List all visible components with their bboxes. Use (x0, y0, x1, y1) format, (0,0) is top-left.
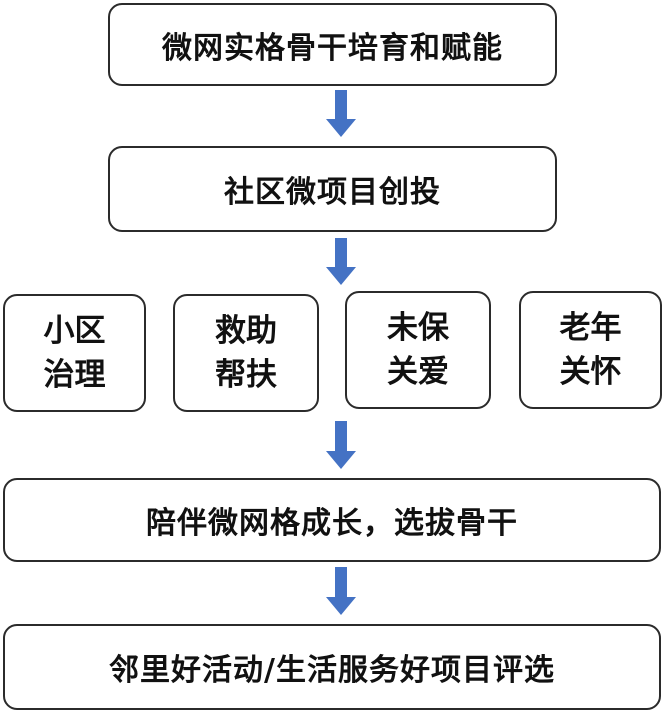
step-label: 邻里好活动/生活服务好项目评选 (109, 653, 555, 688)
step-label: 微网实格骨干培育和赋能 (162, 30, 503, 66)
category-label-line2: 关爱 (387, 354, 449, 390)
flow-arrow (326, 238, 356, 285)
category-label-line1: 小区 (43, 313, 106, 349)
step-box-backbone-training: 微网实格骨干培育和赋能 (108, 3, 557, 86)
step-label: 社区微项目创投 (224, 175, 441, 210)
category-label-line2: 治理 (43, 357, 106, 393)
category-label-line1: 救助 (215, 313, 277, 349)
category-label-line2: 帮扶 (215, 357, 277, 393)
flow-arrow (326, 421, 356, 469)
category-label-line1: 未保 (387, 310, 449, 346)
step-label: 陪伴微网格成长，选拔骨干 (146, 506, 518, 541)
step-box-grid-growth: 陪伴微网格成长，选拔骨干 (3, 478, 661, 562)
step-box-micro-project: 社区微项目创投 (108, 146, 557, 232)
category-box-community-governance: 小区 治理 (3, 294, 146, 412)
category-label-line2: 关怀 (559, 354, 622, 390)
step-box-activity-evaluation: 邻里好活动/生活服务好项目评选 (3, 624, 661, 710)
category-box-elderly-care: 老年 关怀 (519, 291, 662, 409)
flow-arrow (326, 90, 356, 137)
category-label-line1: 老年 (559, 310, 622, 346)
flow-arrow (326, 567, 356, 615)
category-box-aid-support: 救助 帮扶 (173, 294, 319, 412)
category-box-minor-protection: 未保 关爱 (345, 291, 491, 409)
